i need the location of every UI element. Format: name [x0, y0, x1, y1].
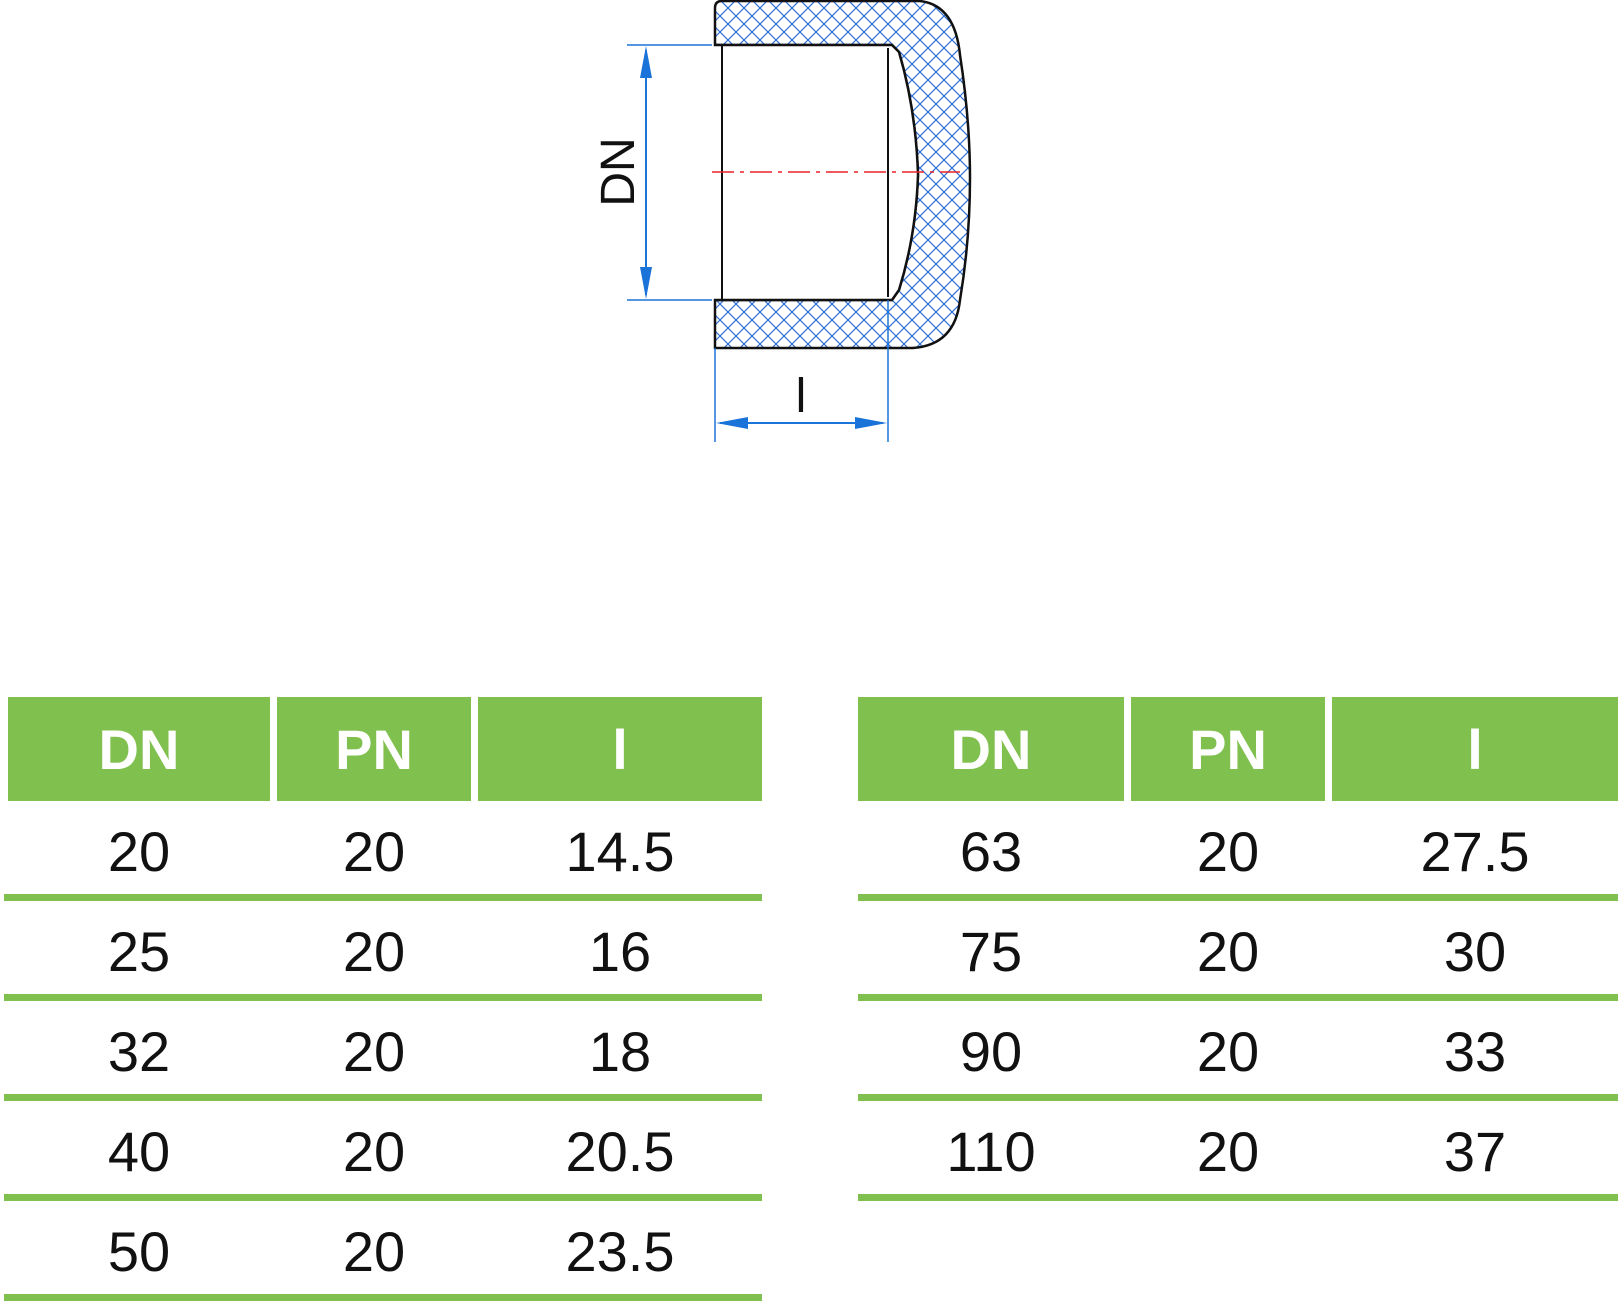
- cell-dn: 90: [959, 1019, 1023, 1083]
- header-l: l: [1332, 697, 1618, 801]
- row-divider: [858, 1194, 1618, 1201]
- cell-dn: 32: [107, 1019, 171, 1083]
- l-dimension-label: l: [796, 370, 807, 423]
- cell-l: 33: [1443, 1019, 1507, 1083]
- cell-pn: 20: [1196, 919, 1260, 983]
- cell-dn: 63: [959, 819, 1023, 883]
- cell-pn: 20: [342, 819, 406, 883]
- cell-l: 20.5: [565, 1119, 675, 1183]
- header-dn: DN: [858, 697, 1124, 801]
- row-divider: [4, 1094, 762, 1101]
- row-divider: [4, 994, 762, 1001]
- cell-dn: 40: [107, 1119, 171, 1183]
- cell-l: 14.5: [565, 819, 675, 883]
- cell-dn: 110: [946, 1119, 1036, 1183]
- header-dn: DN: [8, 697, 270, 801]
- row-divider: [4, 1294, 762, 1301]
- cell-l: 23.5: [565, 1219, 675, 1283]
- pipe-cap-drawing: DN l: [592, 0, 972, 442]
- row-divider: [858, 894, 1618, 901]
- row-divider: [858, 1094, 1618, 1101]
- cell-l: 30: [1443, 919, 1507, 983]
- dn-dimension-label: DN: [592, 137, 645, 206]
- cell-pn: 20: [342, 1219, 406, 1283]
- header-pn: PN: [1131, 697, 1325, 801]
- cell-l: 27.5: [1420, 819, 1530, 883]
- header-pn: PN: [277, 697, 471, 801]
- cell-l: 37: [1443, 1119, 1507, 1183]
- cell-pn: 20: [342, 1019, 406, 1083]
- cell-dn: 75: [959, 919, 1023, 983]
- l-dimension: [714, 300, 889, 442]
- cell-pn: 20: [1196, 1119, 1260, 1183]
- row-divider: [858, 994, 1618, 1001]
- row-divider: [4, 894, 762, 901]
- cell-pn: 20: [1196, 819, 1260, 883]
- header-l: l: [478, 697, 762, 801]
- cell-dn: 20: [107, 819, 171, 883]
- cell-dn: 50: [107, 1219, 171, 1283]
- cell-pn: 20: [342, 1119, 406, 1183]
- cell-pn: 20: [1196, 1019, 1260, 1083]
- cell-dn: 25: [107, 919, 171, 983]
- cell-l: 18: [588, 1019, 652, 1083]
- cell-pn: 20: [342, 919, 406, 983]
- cell-l: 16: [588, 919, 652, 983]
- dn-dimension: [627, 44, 712, 301]
- row-divider: [4, 1194, 762, 1201]
